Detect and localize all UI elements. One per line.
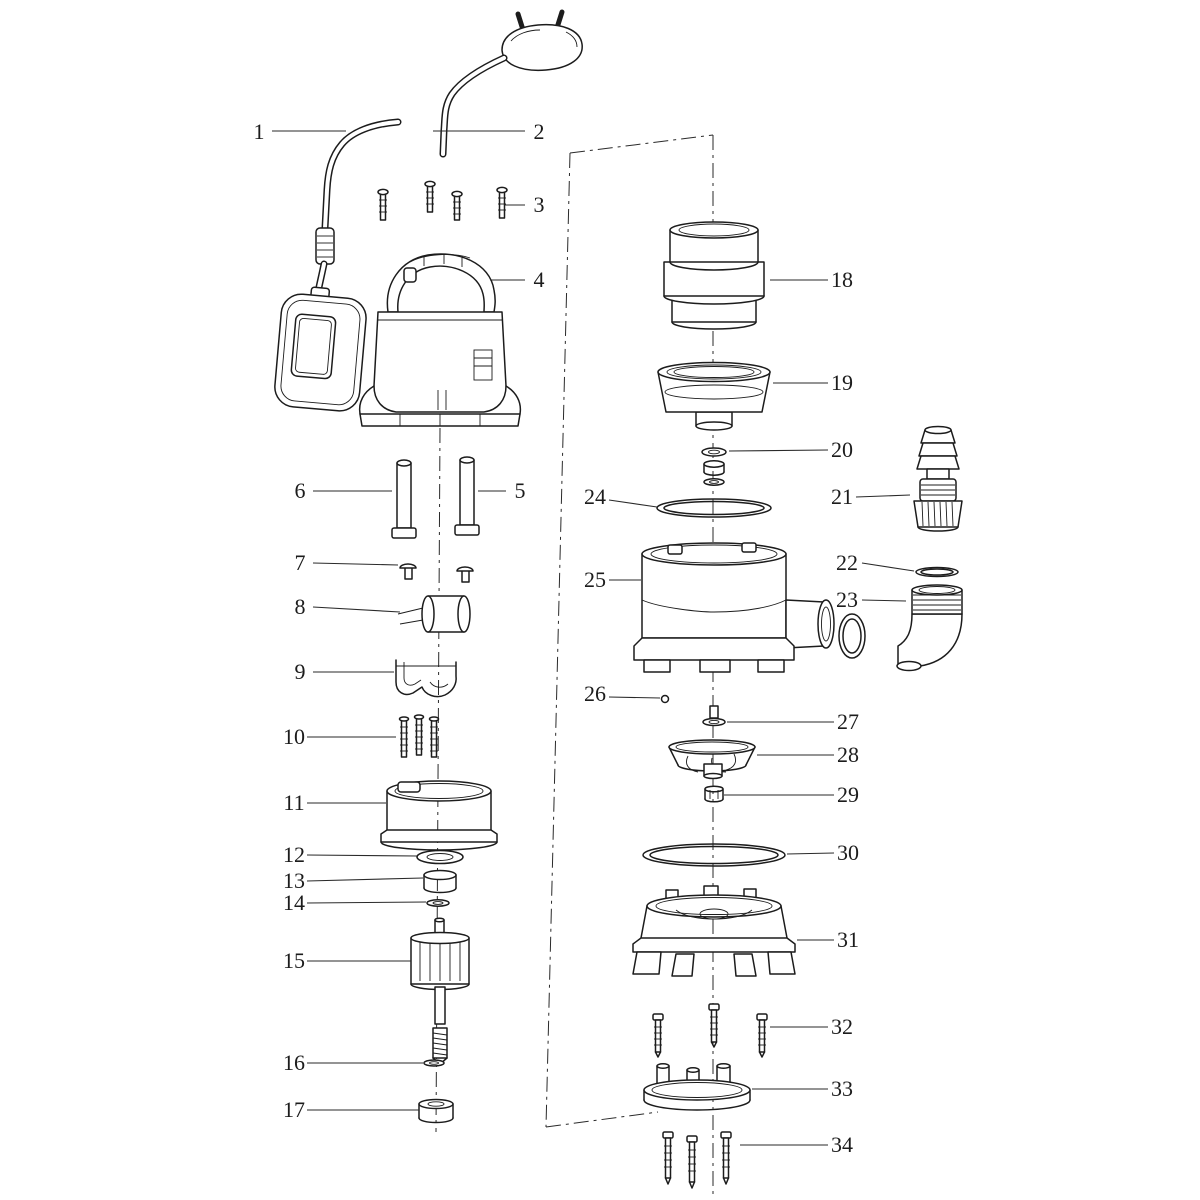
leader-14 [306, 901, 427, 904]
callout-2: 2 [534, 119, 545, 144]
callout-31: 31 [837, 927, 859, 952]
impeller [668, 739, 756, 780]
callout-16: 16 [283, 1050, 305, 1075]
callout-7: 7 [295, 550, 306, 575]
washer-22 [915, 566, 959, 578]
leader-26 [608, 696, 661, 699]
washer-set-20 [701, 447, 727, 486]
hose-adapter [663, 221, 765, 330]
callout-19: 19 [831, 370, 853, 395]
callout-33: 33 [831, 1076, 853, 1101]
power-plug [501, 9, 583, 72]
callout-25: 25 [584, 567, 606, 592]
callout-11: 11 [283, 790, 304, 815]
callout-numbers: 1 2 3 4 5 6 7 8 9 10 11 12 13 14 15 16 1… [254, 119, 860, 1157]
washer-27 [702, 705, 726, 727]
callout-22: 22 [836, 550, 858, 575]
washer-14 [426, 899, 450, 907]
callout-5: 5 [515, 478, 526, 503]
callout-15: 15 [283, 948, 305, 973]
float-switch-cord [314, 118, 402, 296]
leader-13 [306, 877, 424, 882]
leader-20 [728, 449, 829, 452]
impeller-nut [704, 785, 724, 803]
callout-14: 14 [283, 890, 305, 915]
callout-18: 18 [831, 267, 853, 292]
callout-34: 34 [831, 1132, 853, 1157]
callout-26: 26 [584, 681, 606, 706]
cable-clamp [395, 659, 457, 698]
housing-screws [377, 180, 508, 221]
hose-connector [913, 425, 963, 532]
leader-30 [786, 852, 835, 855]
callout-20: 20 [831, 437, 853, 462]
filter-cup [657, 361, 771, 431]
callout-28: 28 [837, 742, 859, 767]
seal-17 [418, 1098, 454, 1124]
leader-23 [861, 599, 907, 602]
guide-pin-right [454, 456, 480, 536]
callout-24: 24 [584, 484, 606, 509]
pump-upper-housing [358, 253, 522, 427]
bearing-13 [423, 869, 457, 894]
callout-12: 12 [283, 842, 305, 867]
push-pins [399, 563, 474, 583]
motor-screws [398, 714, 440, 758]
callout-27: 27 [837, 709, 859, 734]
pin-26 [660, 694, 670, 704]
callout-3: 3 [534, 192, 545, 217]
strainer-plate [643, 1063, 751, 1111]
power-cord [439, 54, 508, 158]
screws-34 [662, 1131, 732, 1189]
callout-9: 9 [295, 659, 306, 684]
guide-pin-left [391, 459, 417, 539]
motor-cover [380, 780, 498, 851]
leader-21 [855, 494, 911, 498]
pump-volute [633, 542, 835, 673]
float-switch [274, 286, 367, 412]
callout-4: 4 [534, 267, 545, 292]
o-ring-30 [642, 843, 786, 867]
o-ring-24 [656, 498, 772, 518]
callout-17: 17 [283, 1097, 305, 1122]
capacitor [397, 595, 471, 633]
callout-21: 21 [831, 484, 853, 509]
diffuser-base [632, 885, 796, 977]
callout-30: 30 [837, 840, 859, 865]
leader-24 [608, 499, 658, 508]
callout-6: 6 [295, 478, 306, 503]
leader-8 [312, 606, 401, 613]
rotor-shaft [410, 917, 470, 1065]
callout-8: 8 [295, 594, 306, 619]
callout-1: 1 [254, 119, 265, 144]
callout-13: 13 [283, 868, 305, 893]
elbow-fitting [896, 584, 963, 672]
washer-12 [416, 849, 464, 865]
callout-10: 10 [283, 724, 305, 749]
outlet-o-ring [838, 613, 866, 659]
screws-32 [652, 1003, 768, 1058]
leader-lines [272, 130, 915, 1146]
leader-12 [306, 854, 418, 857]
leader-22 [861, 562, 915, 572]
callout-29: 29 [837, 782, 859, 807]
washer-16 [423, 1059, 445, 1067]
callout-23: 23 [836, 587, 858, 612]
callout-32: 32 [831, 1014, 853, 1039]
leader-7 [312, 562, 399, 566]
